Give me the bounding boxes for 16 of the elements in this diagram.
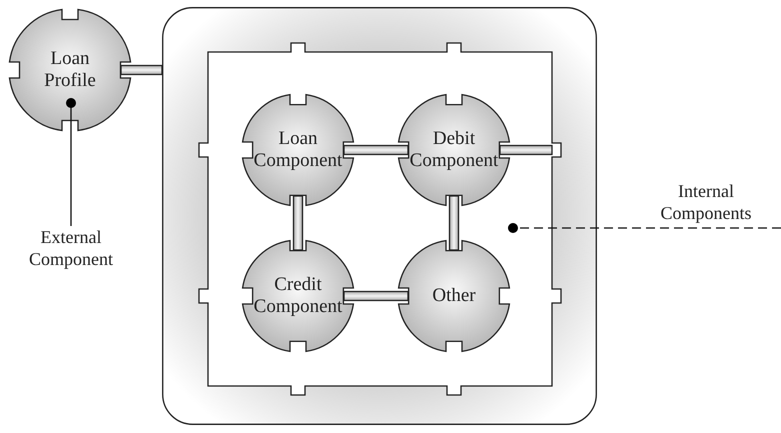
- callout-label: External Component: [12, 226, 130, 272]
- node-label: Loan Component: [252, 128, 344, 172]
- leader-line: [508, 223, 781, 233]
- node-label: Debit Component: [408, 128, 500, 172]
- connector-bar: [343, 144, 409, 156]
- node-label: Loan Profile: [43, 48, 97, 92]
- connector-bar: [499, 144, 553, 156]
- connector-bar: [448, 195, 460, 251]
- leader-line: [66, 98, 76, 226]
- node-label: Other: [431, 285, 477, 307]
- container-box: [162, 7, 597, 425]
- connector-bar: [343, 290, 409, 302]
- connector-bar: [292, 195, 304, 251]
- node-label: Credit Component: [252, 274, 344, 318]
- callout-label: Internal Components: [631, 180, 781, 228]
- connector-bar: [120, 64, 163, 76]
